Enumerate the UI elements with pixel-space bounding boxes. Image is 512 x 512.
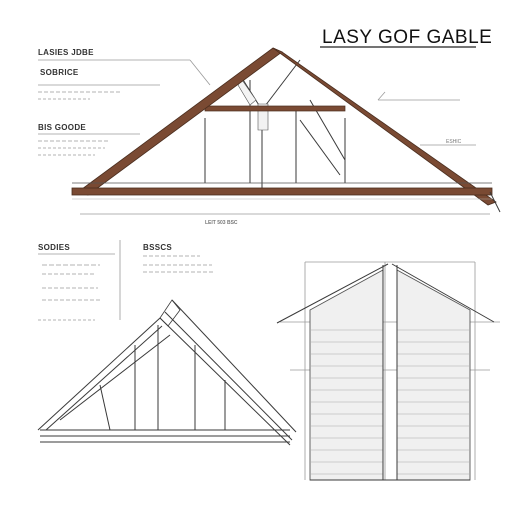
drawing-title: LASY GOF GABLE xyxy=(322,27,492,48)
span-dimension-label: LEIT 503 BSC xyxy=(205,220,238,226)
callout-top-left: LASIES JDBE xyxy=(38,48,94,57)
leader-line xyxy=(377,91,386,101)
callout-mid-left: BIS GOODE xyxy=(38,123,86,132)
callout-left-2b: BSSCS xyxy=(143,243,172,252)
callout-sub: SOBRICE xyxy=(40,68,79,77)
spec-lines-c xyxy=(38,255,215,321)
spec-lines-b xyxy=(38,140,110,156)
callout-left-2: SODIES xyxy=(38,243,70,252)
leader-line xyxy=(189,59,211,86)
callout-right: ESHIC xyxy=(446,139,462,145)
gable-elevation xyxy=(276,261,500,481)
outline-truss xyxy=(37,299,297,446)
spec-lines-a xyxy=(38,84,160,100)
main-truss xyxy=(71,47,501,213)
